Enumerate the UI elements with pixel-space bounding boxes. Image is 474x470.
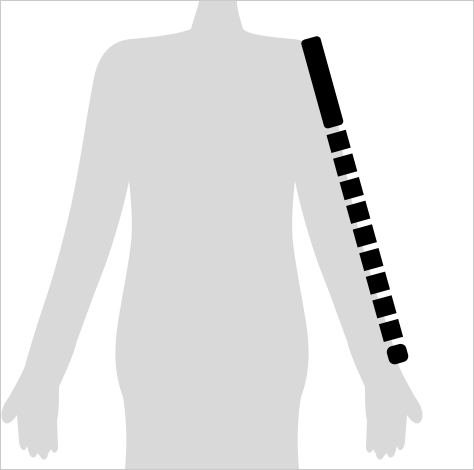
sleeve-segment	[346, 200, 371, 224]
sleeve-segment	[359, 247, 384, 272]
sleeve-segment	[378, 318, 404, 343]
arm-sleeve-measurement-icon	[301, 36, 409, 365]
sleeve-segment	[333, 153, 358, 177]
sleeve-segment	[339, 177, 364, 201]
body-silhouette	[1, 1, 423, 469]
sleeve-segment	[372, 295, 397, 319]
sleeve-segment-top	[301, 36, 344, 129]
sleeve-segment	[352, 224, 377, 248]
sleeve-segment	[326, 129, 351, 153]
sleeve-segment	[386, 343, 409, 365]
sleeve-segment	[365, 271, 391, 295]
